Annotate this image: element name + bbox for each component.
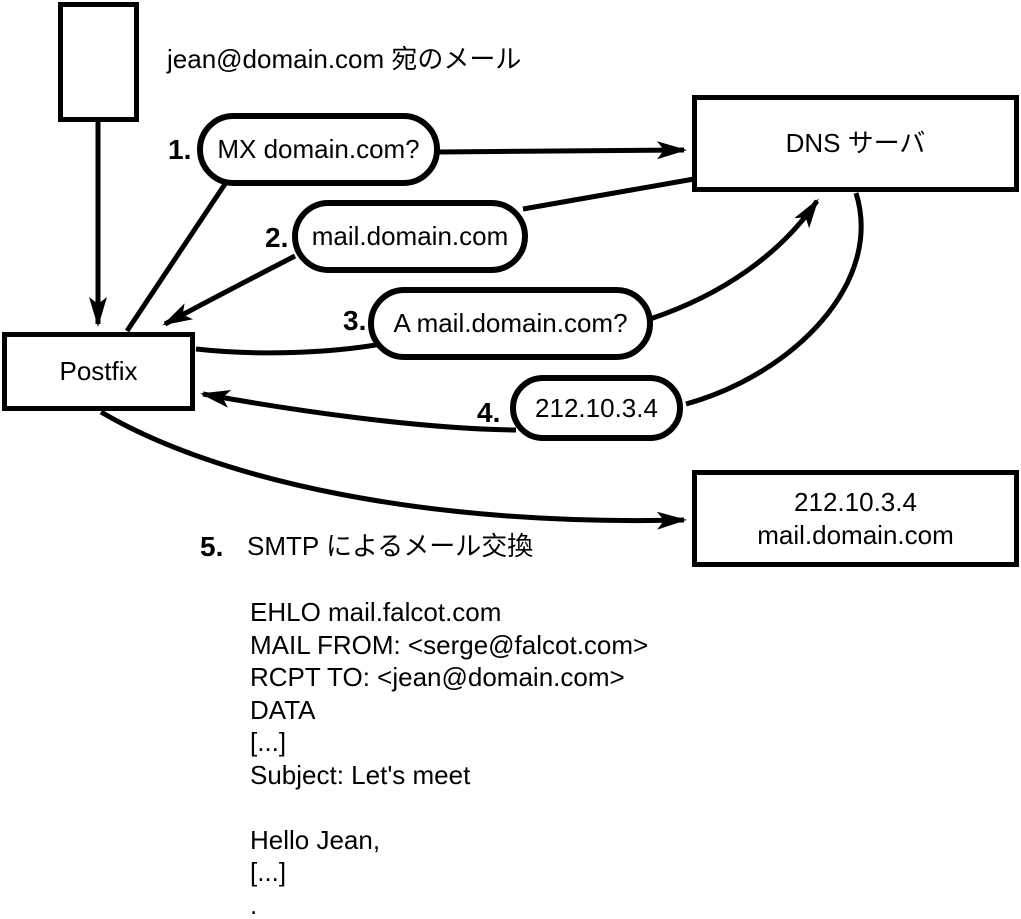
smtp-line-ellipsis-2: [...] xyxy=(250,857,287,887)
line-dns-to-a-reply xyxy=(685,192,864,407)
arrow-a-reply-to-postfix xyxy=(200,390,517,433)
smtp-line-rcpt-to: RCPT TO: <jean@domain.com> xyxy=(250,662,625,692)
step-1-number: 1. xyxy=(168,134,192,165)
step-3-number: 3. xyxy=(343,305,367,336)
smtp-line-subject: Subject: Let's meet xyxy=(250,759,471,790)
mx-reply-label: mail.domain.com xyxy=(311,221,509,251)
arrow-mx-query-to-dns xyxy=(438,141,687,160)
postfix-label: Postfix xyxy=(59,356,138,386)
step-4-number: 4. xyxy=(477,397,501,428)
smtp-line-greeting: Hello Jean, xyxy=(250,824,381,855)
smtp-line-data: DATA xyxy=(250,694,316,725)
smtp-line-ehlo: EHLO mail.falcot.com xyxy=(250,597,502,627)
arrow-mx-reply-to-postfix xyxy=(162,253,297,327)
step-2-number: 2. xyxy=(265,222,289,253)
a-reply-label: 212.10.3.4 xyxy=(535,392,658,423)
arrow-postfix-to-mailserver xyxy=(99,409,687,530)
line-dns-to-mx-reply xyxy=(522,176,695,212)
mx-reply-pill: mail.domain.com xyxy=(292,200,528,273)
smtp-line-blank xyxy=(250,791,648,824)
incoming-mail-note: jean@domain.com 宛のメール xyxy=(167,44,522,74)
dns-server-label: DNS サーバ xyxy=(785,128,926,158)
smtp-line-ellipsis-1: [...] xyxy=(250,727,287,757)
smtp-session-transcript: EHLO mail.falcot.com MAIL FROM: <serge@f… xyxy=(250,596,648,919)
a-query-label: A mail.domain.com? xyxy=(393,308,628,338)
mail-server-ip: 212.10.3.4 xyxy=(794,486,917,517)
line-postfix-to-a-query xyxy=(195,341,383,356)
smtp-exchange-caption: SMTP によるメール交換 xyxy=(247,531,534,561)
mail-client-box xyxy=(58,2,139,122)
mail-server-box: 212.10.3.4 mail.domain.com xyxy=(692,470,1019,567)
dns-server-box: DNS サーバ xyxy=(692,95,1019,192)
mx-query-pill: MX domain.com? xyxy=(197,113,440,186)
line-postfix-to-mx-query xyxy=(124,182,228,333)
a-query-pill: A mail.domain.com? xyxy=(368,287,653,360)
mx-query-label: MX domain.com? xyxy=(217,134,420,164)
postfix-box: Postfix xyxy=(2,332,195,411)
step-5-number: 5. xyxy=(200,531,224,562)
a-reply-pill: 212.10.3.4 xyxy=(510,375,683,441)
arrow-a-query-to-dns xyxy=(649,198,820,322)
smtp-line-end-dot: . xyxy=(250,889,258,919)
mail-server-hostname: mail.domain.com xyxy=(757,519,954,550)
smtp-line-mail-from: MAIL FROM: <serge@falcot.com> xyxy=(250,629,649,660)
